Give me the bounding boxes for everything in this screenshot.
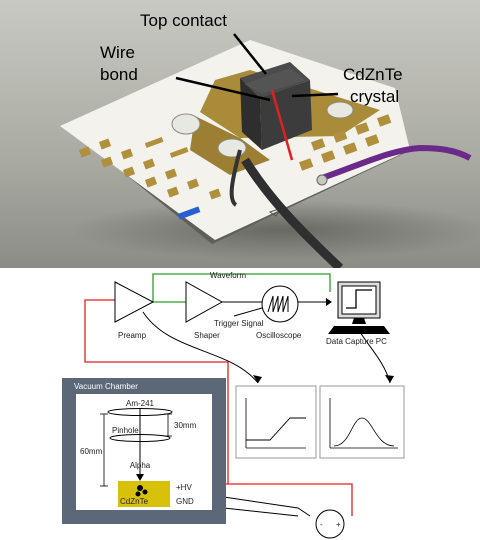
purple-wire <box>321 144 472 181</box>
grey-cable-main <box>241 157 344 268</box>
top-contact-label: Top contact <box>140 11 227 30</box>
hv-plus-label: + <box>336 520 341 529</box>
preamp-symbol <box>114 281 155 323</box>
arrow-to-pc-plot <box>385 375 394 383</box>
shaper-label: Shaper <box>194 331 220 340</box>
solder-joint <box>316 174 328 186</box>
alpha-arrow <box>136 474 144 481</box>
pc-label: Data Capture PC <box>326 337 387 346</box>
dimension-60mm <box>100 413 108 487</box>
crystal-label-line1: CdZnTe <box>343 65 403 84</box>
spectrum-plot <box>319 385 405 459</box>
alpha-hit <box>135 491 141 497</box>
oscilloscope-label: Oscilloscope <box>256 331 302 340</box>
preamp-output-plot <box>235 385 317 459</box>
pinhole-label: Pinhole <box>112 426 139 435</box>
trigger-signal-label: Trigger Signal <box>214 319 264 328</box>
alpha-hit <box>142 489 148 495</box>
wire-bond-label-line1: Wire <box>100 43 135 62</box>
gnd-label: GND <box>176 497 194 506</box>
60mm-label: 60mm <box>80 447 103 456</box>
hv-minus-label: - <box>320 520 323 529</box>
am241-label: Am-241 <box>126 399 155 408</box>
shaper-symbol <box>185 281 224 323</box>
grey-cable-left <box>229 149 242 207</box>
mounting-hole <box>217 138 247 158</box>
wire-bond-label-line2: bond <box>100 65 138 84</box>
vacuum-chamber-label: Vacuum Chamber <box>74 382 138 391</box>
mounting-hole <box>326 101 354 119</box>
top-contact-pointer <box>233 33 267 75</box>
red-wire-bond <box>270 89 294 161</box>
setup-diagram: Waveform Trigger Signal Preamp Shaper Os… <box>62 271 405 539</box>
green-waveform-wires <box>152 273 331 303</box>
wire-bond-pointer <box>175 76 271 102</box>
hv-supply <box>315 509 345 539</box>
blue-marker <box>177 206 201 220</box>
crystal-label-line2: crystal <box>350 87 399 106</box>
arrow-to-pc <box>326 298 332 306</box>
dimension-30mm <box>164 413 172 437</box>
arrow-to-preamp-plot <box>253 375 262 383</box>
crystal-pointer <box>291 92 339 98</box>
hv-label: +HV <box>176 483 192 492</box>
waveform-label: Waveform <box>210 271 246 280</box>
30mm-label: 30mm <box>174 421 197 430</box>
detector-photo: Top contact Wire bond CdZnTe crystal <box>0 0 480 268</box>
alpha-label: Alpha <box>130 461 151 470</box>
pc-symbol <box>328 281 390 334</box>
preamp-label: Preamp <box>118 331 147 340</box>
oscilloscope-symbol <box>261 285 299 323</box>
mounting-hole <box>171 113 201 135</box>
contact-pads-right <box>298 114 392 171</box>
cdznte-label: CdZnTe <box>120 497 149 506</box>
board-shadow <box>70 200 480 260</box>
alpha-hit <box>137 485 143 491</box>
contact-pads-left <box>78 137 222 200</box>
